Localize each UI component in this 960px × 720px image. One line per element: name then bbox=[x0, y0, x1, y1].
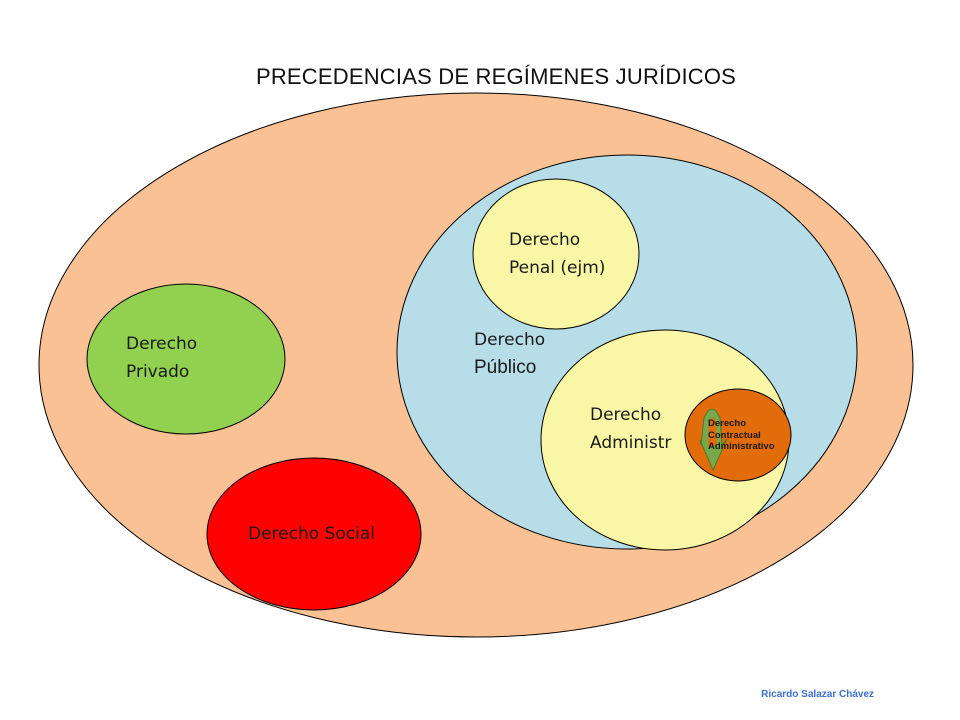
derecho-privado-ellipse bbox=[86, 283, 286, 435]
label-derecho-administrativo: Derecho Administr bbox=[590, 401, 682, 457]
curved-arrow-inner bbox=[708, 418, 717, 446]
label-derecho-publico-line1: Derecho bbox=[474, 330, 546, 350]
label-derecho-publico: Derecho Público bbox=[474, 326, 545, 382]
derecho-penal-ellipse bbox=[472, 178, 640, 330]
diagram-title: PRECEDENCIAS DE REGÍMENES JURÍDICOS bbox=[255, 64, 737, 89]
label-derecho-contractual: Derecho Contractual Administrativo bbox=[708, 418, 775, 453]
author-credit: Ricardo Salazar Chávez bbox=[761, 689, 874, 700]
label-derecho-penal-line1: Derecho bbox=[509, 230, 581, 250]
label-derecho-contractual-line1: Derecho bbox=[708, 418, 747, 429]
label-derecho-social-line1: Derecho Social bbox=[248, 524, 375, 544]
label-derecho-social: Derecho Social bbox=[248, 520, 375, 548]
label-derecho-penal: Derecho Penal (ejm) bbox=[509, 226, 605, 282]
label-derecho-privado-line1: Derecho bbox=[126, 334, 198, 354]
label-derecho-privado-line2: Privado bbox=[126, 362, 190, 382]
label-derecho-administrativo-line1: Derecho bbox=[590, 405, 662, 425]
label-derecho-contractual-line3: Administrativo bbox=[708, 441, 775, 452]
label-derecho-contractual-line2: Contractual bbox=[708, 429, 761, 441]
label-derecho-privado: Derecho Privado bbox=[126, 330, 197, 386]
label-derecho-publico-line2: Público bbox=[474, 357, 537, 378]
label-derecho-administrativo-line2: Administr bbox=[590, 433, 672, 453]
derecho-social-ellipse bbox=[206, 457, 422, 611]
label-derecho-penal-line2: Penal (ejm) bbox=[509, 258, 606, 278]
